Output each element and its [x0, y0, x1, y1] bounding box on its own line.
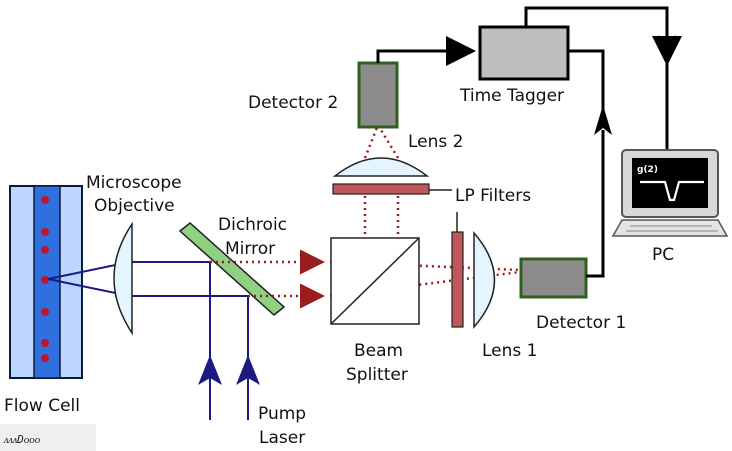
pump-beam	[47, 261, 249, 420]
pump-laser-label-1: Pump	[258, 404, 306, 424]
time-tagger	[478, 25, 570, 81]
pc-arrow	[658, 35, 676, 60]
detector-1-arrow	[594, 105, 612, 135]
computer-icon	[611, 149, 729, 237]
detector-1-label: Detector 1	[536, 313, 626, 333]
time-tagger-label: Time Tagger	[459, 86, 564, 106]
detector-2	[357, 61, 399, 129]
flow-cell	[9, 185, 83, 379]
dichroic-label-2: Mirror	[225, 239, 275, 259]
beam-splitter-label-2: Splitter	[346, 365, 408, 385]
pc-label: PC	[652, 245, 674, 265]
lens-2-icon	[332, 157, 430, 177]
mirror-icon	[178, 222, 286, 316]
bottom-scale-strip: ᴧᴧᴧDᴏᴏᴏ	[0, 424, 96, 451]
beam-splitter-label-1: Beam	[354, 341, 403, 361]
flow-cell-label: Flow Cell	[4, 396, 80, 416]
beam-splitter-icon	[330, 237, 420, 325]
lp-filters-label: LP Filters	[455, 186, 531, 206]
pump-laser-arrows	[198, 355, 260, 385]
signal-wires	[376, 6, 682, 278]
monitor-text: g(2)	[637, 165, 658, 175]
lp-filter-right	[451, 231, 464, 328]
lp-filter-leaders	[429, 189, 458, 232]
lens-2-label: Lens 2	[408, 132, 463, 152]
lens-1-icon	[473, 230, 496, 330]
microscope-objective-label-2: Objective	[94, 196, 175, 216]
dichroic-label-1: Dichroic	[218, 215, 287, 235]
lens-1-label: Lens 1	[482, 341, 537, 361]
lp-filter-upper	[332, 183, 430, 195]
detector-1	[519, 257, 588, 299]
detector-2-label: Detector 2	[248, 93, 338, 113]
lens-icon	[113, 221, 133, 336]
scale-text: ᴧᴧᴧDᴏᴏᴏ	[3, 433, 41, 446]
pump-laser-label-2: Laser	[259, 428, 305, 448]
microscope-objective-label-1: Microscope	[86, 173, 182, 193]
